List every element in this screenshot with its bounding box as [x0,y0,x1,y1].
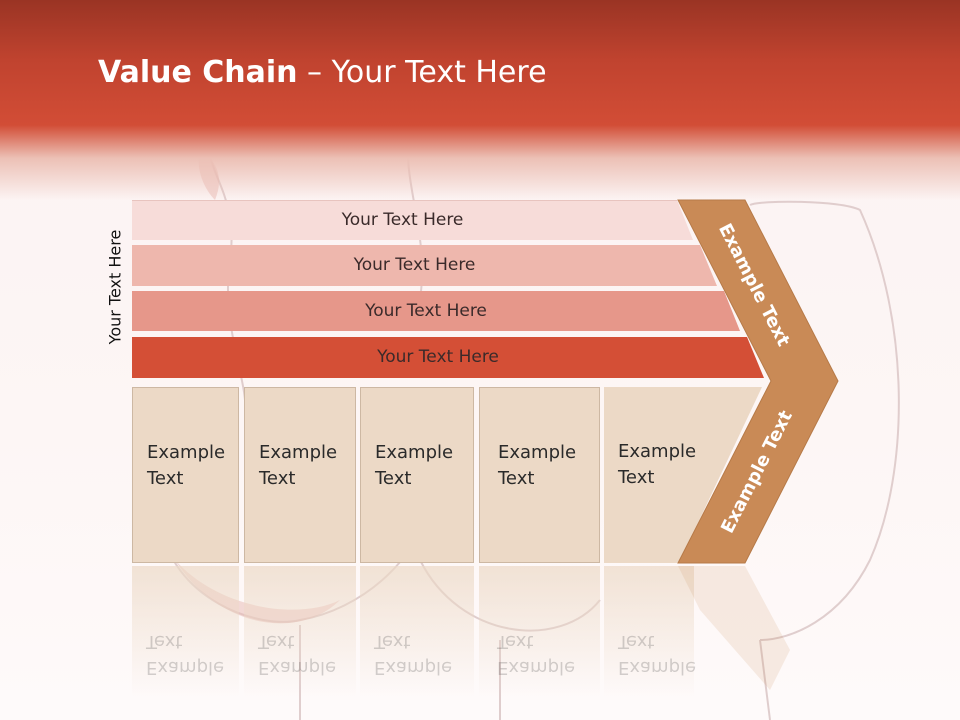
bar-2[interactable]: Your Text Here [132,245,717,286]
card-1-line1: Example [147,442,226,463]
bar-2-label: Your Text Here [353,255,476,275]
title-bold: Value Chain [98,55,298,90]
bar-4[interactable]: Your Text Here [132,337,764,378]
bar-3[interactable]: Your Text Here [132,291,740,331]
bar-3-label: Your Text Here [365,300,487,321]
card-4-line1: Example [498,442,577,463]
card-5-line2: Text [618,467,655,488]
bar-1[interactable]: Your Text Here [132,200,693,240]
bar-4-label: Your Text Here [377,347,499,367]
page-title: Value Chain – Your Text Here [98,55,547,90]
card-2-line1: Example [259,442,338,463]
card-1-line2: Text [147,468,184,489]
card-3-line1: Example [375,442,454,463]
card-3-line2: Text [375,468,412,489]
title-rest: – Your Text Here [297,55,547,90]
card-5-line1: Example [618,441,697,462]
card-4-line2: Text [498,468,535,489]
header-band [0,0,960,200]
card-2-line2: Text [259,468,296,489]
bar-1-label: Your Text Here [341,210,464,230]
